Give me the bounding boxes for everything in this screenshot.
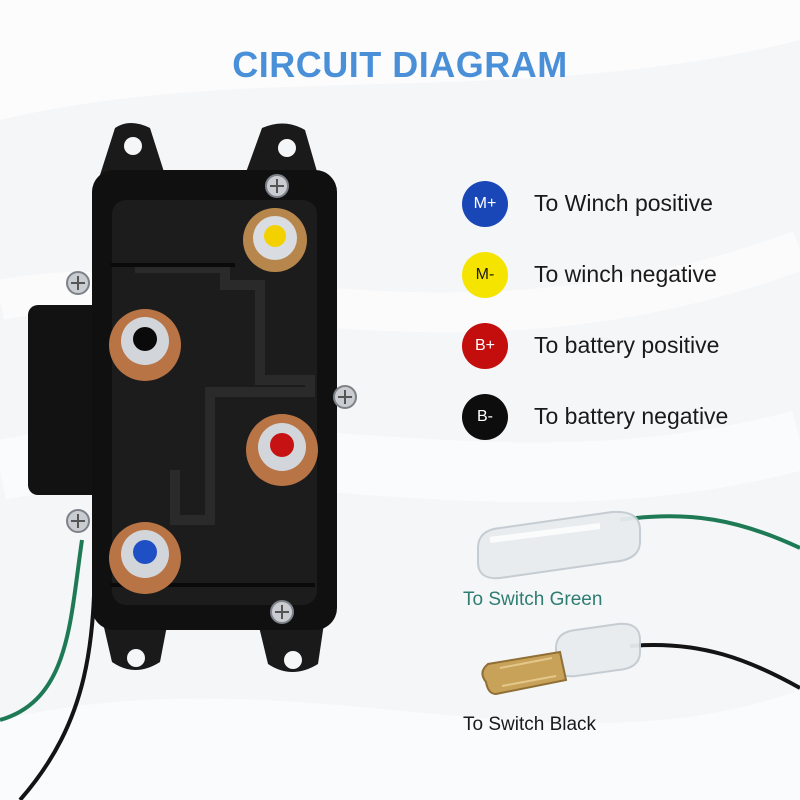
legend-label: To winch negative [534, 261, 717, 287]
legend-label: To battery positive [534, 332, 720, 358]
switch-green-connector [477, 510, 641, 580]
legend-code: B- [477, 407, 493, 425]
legend-dot-m-plus: M+ [462, 180, 508, 227]
legend-dot-b-minus: B- [462, 393, 508, 440]
switch-black-wire [629, 642, 800, 690]
top-mount-ear [100, 123, 318, 175]
legend-item-m-plus: M+ To Winch positive [462, 168, 792, 239]
legend-code: M+ [473, 194, 497, 212]
terminal-b-plus [246, 414, 318, 486]
terminal-m-minus [243, 208, 307, 272]
legend-code: M- [475, 265, 495, 283]
page-title: CIRCUIT DIAGRAM [232, 44, 568, 85]
switch-green-label: To Switch Green [463, 589, 603, 610]
legend-code: B+ [474, 336, 495, 354]
side-housing [28, 305, 108, 495]
switch-black-label: To Switch Black [463, 714, 597, 735]
legend-dot-m-minus: M- [462, 251, 508, 298]
legend-item-b-plus: B+ To battery positive [462, 310, 792, 381]
legend-label: To Winch positive [534, 190, 713, 216]
legend-item-b-minus: B- To battery negative [462, 381, 792, 452]
green-wire [0, 539, 84, 722]
legend-item-m-minus: M- To winch negative [462, 239, 792, 310]
legend-label: To battery negative [534, 403, 729, 429]
terminal-m-plus [109, 522, 181, 594]
switch-green-wire [619, 514, 800, 550]
terminal-legend: M+ To Winch positive M- To winch negativ… [462, 168, 792, 452]
switch-black-connector [481, 622, 641, 696]
legend-dot-b-plus: B+ [462, 322, 508, 369]
terminal-b-minus [109, 309, 181, 381]
